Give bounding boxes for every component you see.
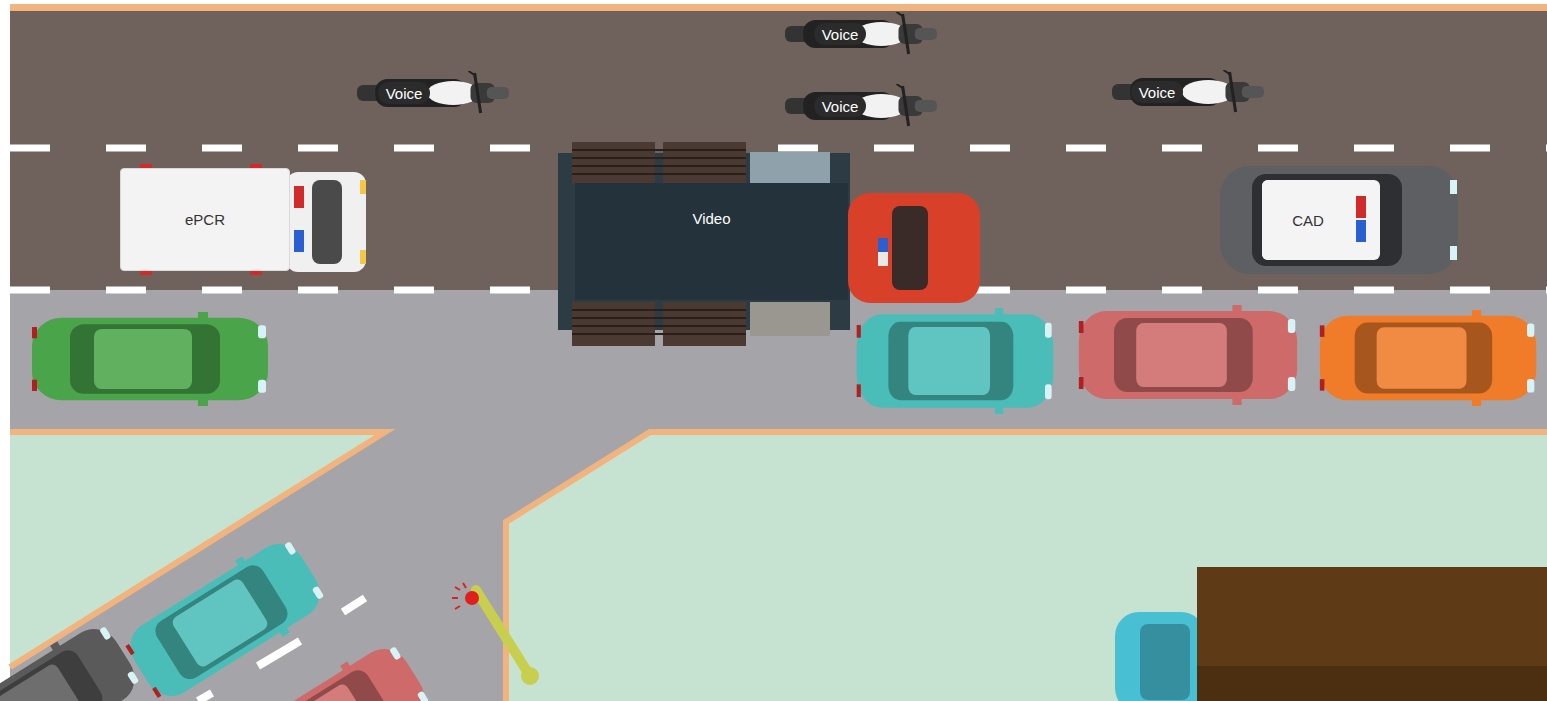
voice-tag: Voice [1131,81,1183,103]
red-car [1079,305,1297,405]
gate-light [465,591,479,605]
vehicle-label: Voice [822,26,859,43]
ambulance-box: ePCR [120,168,290,271]
police-headlight [1450,180,1457,194]
truck-cab [848,193,980,303]
vehicle-label: Voice [386,85,423,102]
police-car-body [1220,166,1458,274]
vehicle-label: ePCR [185,211,225,228]
side-lane-dash [343,598,365,612]
teal-car [857,308,1054,414]
building-base [1197,666,1547,701]
building [1197,567,1547,701]
curb [506,432,1547,701]
police-headlight [1450,246,1457,260]
truck-windshield [892,206,928,290]
police-car-roof-tag: CAD [1262,180,1354,260]
vehicle-label: Voice [822,98,859,115]
parked-car-window [1140,624,1190,700]
vehicle-label: CAD [1292,212,1324,229]
truck-tank [750,302,830,336]
voice-tag: Voice [814,95,866,117]
police-light [1356,196,1366,218]
gray-car [0,615,147,701]
police-car-windows [1252,174,1402,266]
truck-trailer: Video [575,183,848,300]
road-border [10,4,1547,11]
gate-barrier [476,590,530,676]
truck-wheels [663,302,746,346]
orange-car [1320,310,1536,406]
side-lane-dash [198,693,212,701]
voice-tag: Voice [814,23,866,45]
police-light [1356,220,1366,242]
truck-wheels [572,142,655,184]
building-base [1197,666,1547,701]
voice-tag: Voice [378,82,430,104]
truck-wheels [663,142,746,184]
motorcycle [357,71,509,113]
truck-light [878,252,888,266]
motorcycle [785,84,937,126]
gate-post [521,667,539,685]
parking-lane [10,290,1547,430]
motorcycle [1112,70,1264,112]
green-car [32,312,268,406]
ambulance-cab [286,172,366,272]
side-lane-dash [258,641,300,666]
police-car-roof [1262,180,1380,260]
teal-car [118,530,332,701]
truck-wheels [572,302,655,346]
lane-dashes [10,145,1547,152]
ambulance-headlight [360,180,366,194]
ambulance-light [294,186,304,208]
truck-tank [750,152,830,184]
ambulance-headlight [360,250,366,264]
ambulance-windshield [312,180,342,264]
parked-car-partial [1115,612,1205,701]
ambulance-light [294,230,304,252]
truck-light [878,238,888,252]
vehicle-label: Voice [1139,84,1176,101]
building [1197,567,1547,666]
gate-light-rays [452,583,466,609]
motorcycle [785,12,937,54]
red-car [223,635,437,701]
vehicle-label: Video [692,210,730,227]
